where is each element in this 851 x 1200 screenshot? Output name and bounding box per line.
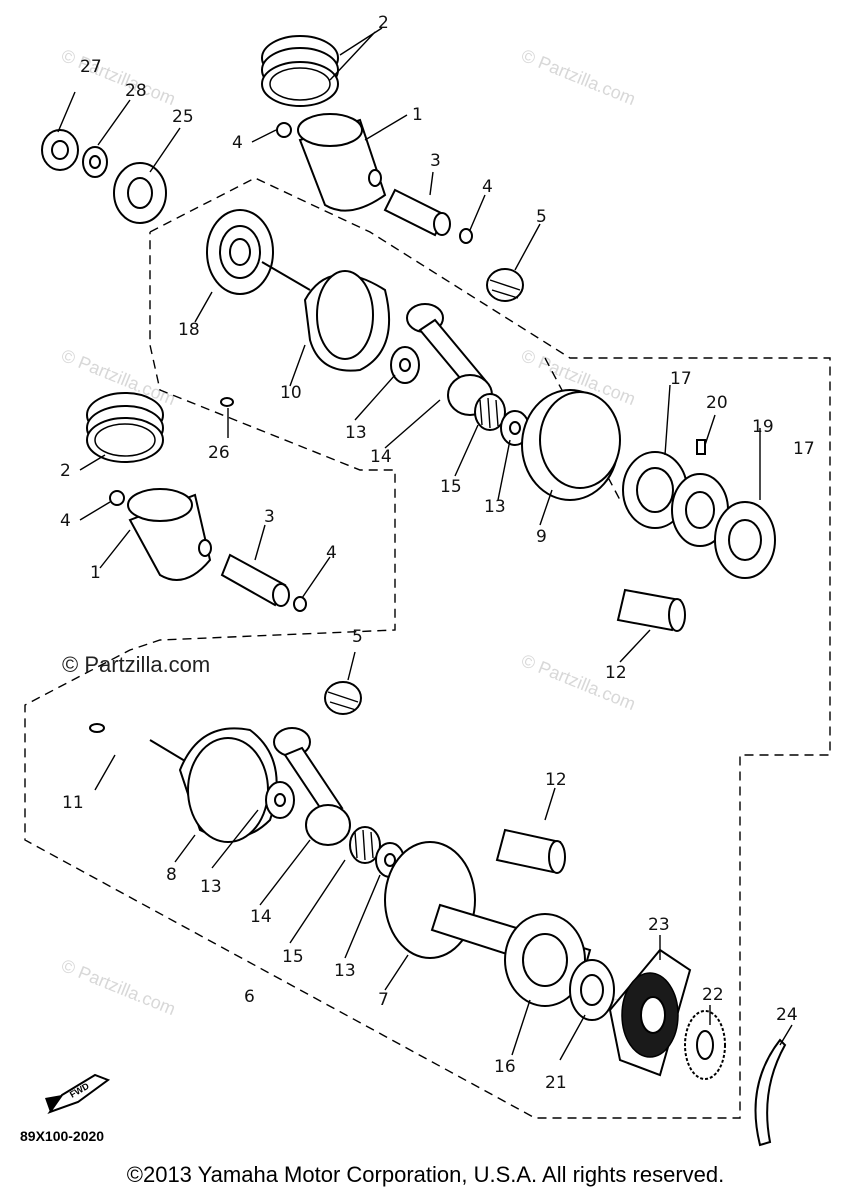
clip-4: [459, 228, 473, 244]
crank-wheel-8: [149, 727, 278, 843]
key-26: [220, 397, 234, 407]
callout-21: 21: [545, 1073, 567, 1093]
callout-15: 15: [282, 947, 304, 967]
callout-5: 5: [352, 627, 363, 647]
callout-4: 4: [482, 177, 493, 197]
callout-24: 24: [776, 1005, 798, 1025]
callout-18: 18: [178, 320, 200, 340]
nut-27: [41, 129, 79, 171]
washer-13: [390, 346, 420, 384]
callout-14: 14: [250, 907, 272, 927]
callout-25: 25: [172, 107, 194, 127]
callout-28: 28: [125, 81, 147, 101]
callout-27: 27: [80, 57, 102, 77]
callout-4: 4: [232, 133, 243, 153]
piston-rings-2-lower: [86, 392, 164, 463]
key-11: [89, 723, 105, 733]
connecting-rod-14-lower: [273, 727, 351, 846]
callout-12: 12: [605, 663, 627, 683]
oil-seal-25: [113, 162, 167, 224]
callout-9: 9: [536, 527, 547, 547]
callout-8: 8: [166, 865, 177, 885]
crank-pin-12-upper: [616, 588, 686, 632]
callout-5: 5: [536, 207, 547, 227]
piston-pin-3-lower: [220, 553, 290, 607]
clip-4: [293, 596, 307, 612]
callout-13: 13: [334, 961, 356, 981]
dowel-pin-20: [696, 439, 706, 455]
lower-assembly: [86, 392, 787, 1147]
callout-22: 22: [702, 985, 724, 1005]
bearing-17: [714, 501, 776, 579]
bearing-17: [622, 451, 688, 529]
callout-1: 1: [412, 105, 423, 125]
callout-13: 13: [345, 423, 367, 443]
diagram-code: 89X100-2020: [20, 1128, 105, 1144]
bearing-16: [504, 913, 586, 1007]
upper-assembly: [41, 35, 776, 632]
watermark-faint: © Partzilla.com: [59, 45, 179, 109]
callout-12: 12: [545, 770, 567, 790]
callout-26: 26: [208, 443, 230, 463]
bearing-15-upper: [474, 393, 506, 431]
callout-labels: 2 1 4 3 4 5 27 28 25 18 10 13 14 15 13 9…: [60, 13, 815, 1093]
callout-11: 11: [62, 793, 84, 813]
partzilla-watermark: © Partzilla.com: [62, 652, 211, 677]
housing-23: [608, 948, 692, 1077]
watermark-faint: © Partzilla.com: [59, 955, 179, 1019]
clip-4: [276, 122, 292, 138]
callout-3: 3: [430, 151, 441, 171]
fwd-arrow-icon: FWD: [45, 1073, 111, 1115]
callout-17: 17: [793, 439, 815, 459]
callout-14: 14: [370, 447, 392, 467]
crank-wheel-9: [521, 389, 621, 501]
callout-23: 23: [648, 915, 670, 935]
callout-3: 3: [264, 507, 275, 527]
crank-pin-12-lower: [495, 828, 566, 874]
callout-13: 13: [200, 877, 222, 897]
callout-17: 17: [670, 369, 692, 389]
callout-2: 2: [378, 13, 389, 33]
callout-2: 2: [60, 461, 71, 481]
clip-4: [109, 490, 125, 506]
piston-1-upper: [297, 113, 387, 212]
callout-19: 19: [752, 417, 774, 437]
sprocket-22: [684, 1010, 726, 1080]
watermark-faint: © Partzilla.com: [519, 45, 639, 109]
callout-1: 1: [90, 563, 101, 583]
callout-16: 16: [494, 1057, 516, 1077]
circlip-24: [754, 1038, 787, 1147]
piston-1-lower: [127, 488, 212, 581]
copyright-notice: ©2013 Yamaha Motor Corporation, U.S.A. A…: [126, 1162, 725, 1187]
bearing-18: [206, 209, 274, 295]
callout-15: 15: [440, 477, 462, 497]
leader-lines: [57, 27, 793, 1061]
bearing-15-lower: [349, 826, 381, 864]
piston-rings-2-upper: [261, 35, 339, 107]
connecting-rod-14-upper: [406, 303, 493, 416]
callout-13: 13: [484, 497, 506, 517]
washer-28: [82, 146, 108, 178]
labyrinth-seal-19: [671, 473, 729, 547]
callout-7: 7: [378, 990, 389, 1010]
washer-13: [265, 781, 295, 819]
callout-10: 10: [280, 383, 302, 403]
needle-bearing-5-upper: [486, 268, 524, 302]
callout-6: 6: [244, 987, 255, 1007]
piston-pin-3-upper: [383, 188, 451, 237]
callout-4: 4: [60, 511, 71, 531]
oil-seal-21: [569, 959, 615, 1021]
needle-bearing-5-lower: [324, 681, 362, 715]
callout-4: 4: [326, 543, 337, 563]
crank-wheel-10: [261, 261, 391, 372]
callout-20: 20: [706, 393, 728, 413]
